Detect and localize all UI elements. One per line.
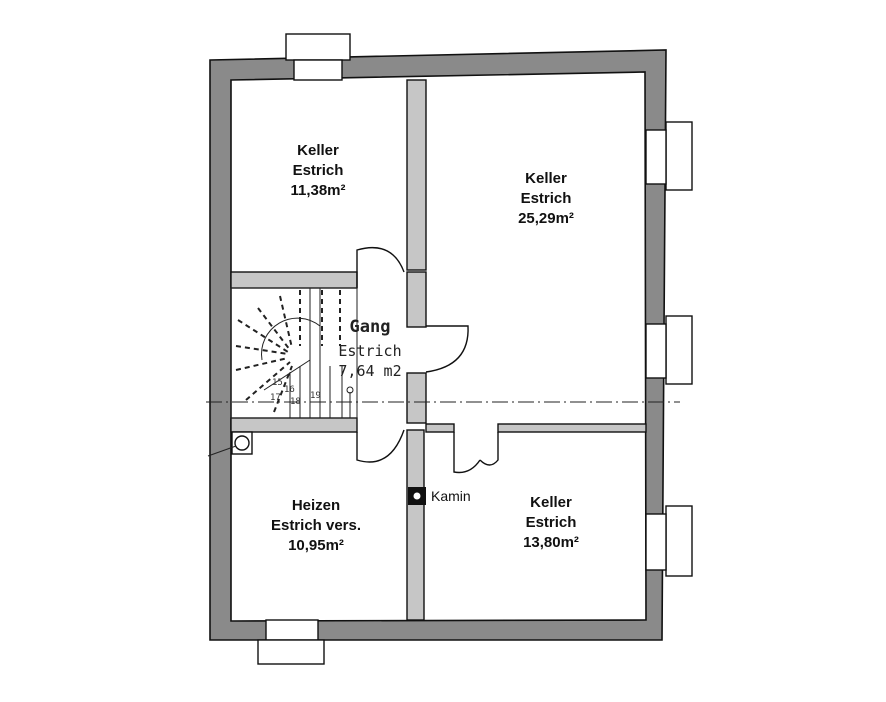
window-right-1 — [665, 121, 693, 191]
inner-wall-right-divider — [497, 423, 647, 433]
room-area: 13,80m² — [523, 534, 579, 551]
window-bottom — [257, 639, 325, 665]
window-right-2-frame — [645, 323, 667, 379]
inner-wall-stair-bottom — [230, 417, 358, 433]
room-area: 25,29m² — [518, 210, 574, 227]
door-keller-se-right — [479, 432, 499, 466]
room-heizen: Heizen Estrich vers. 10,95m² — [271, 497, 361, 554]
room-keller-ne: Keller Estrich 25,29m² — [518, 170, 574, 227]
inner-wall-right-divider-stub — [425, 423, 455, 433]
room-floor: Estrich — [293, 162, 344, 179]
inner-wall-stair-top — [230, 271, 358, 289]
window-right-2 — [665, 315, 693, 385]
window-right-1-frame — [645, 129, 667, 185]
room-name: Keller — [525, 170, 567, 187]
kamin-flue — [413, 492, 421, 500]
window-right-3-frame — [645, 513, 667, 571]
door-heizen — [356, 429, 405, 463]
room-area: 11,38m² — [290, 182, 345, 199]
room-floor: Estrich — [338, 342, 401, 360]
window-top-left — [285, 33, 351, 61]
room-keller-se: Keller Estrich 13,80m² — [523, 494, 579, 551]
window-top-left-frame — [293, 59, 343, 81]
door-keller-nw — [356, 246, 405, 288]
inner-wall-center-lower — [406, 429, 425, 621]
room-name: Heizen — [292, 497, 340, 514]
door-keller-se-left — [453, 432, 481, 474]
window-bottom-frame — [265, 619, 319, 641]
inner-wall-center-upper — [406, 79, 427, 271]
stair-number: 15 — [272, 378, 283, 388]
room-name: Gang — [350, 317, 391, 337]
room-keller-nw: Keller Estrich 11,38m² — [290, 142, 345, 199]
room-area: 10,95m² — [288, 537, 344, 554]
inner-wall-center-middle — [406, 271, 427, 328]
room-floor: Estrich — [526, 514, 577, 531]
stair-number: 16 — [284, 385, 295, 395]
room-area: 7,64 m2 — [338, 362, 401, 380]
room-gang: Gang Estrich 7,64 m2 — [338, 317, 401, 380]
room-floor: Estrich vers. — [271, 517, 361, 534]
meter-circle — [234, 435, 250, 451]
room-name: Keller — [530, 494, 572, 511]
meter-pipe — [207, 445, 237, 457]
outer-wall — [209, 49, 667, 641]
room-name: Keller — [297, 142, 339, 159]
door-keller-ne — [425, 325, 469, 373]
window-right-3 — [665, 505, 693, 577]
stair-number: 17 — [270, 393, 281, 403]
stair-number: 19 — [310, 391, 321, 401]
room-floor: Estrich — [521, 190, 572, 207]
kamin-label: Kamin — [431, 488, 471, 504]
inner-wall-center-lower-a — [406, 372, 427, 424]
staircase — [230, 287, 358, 419]
